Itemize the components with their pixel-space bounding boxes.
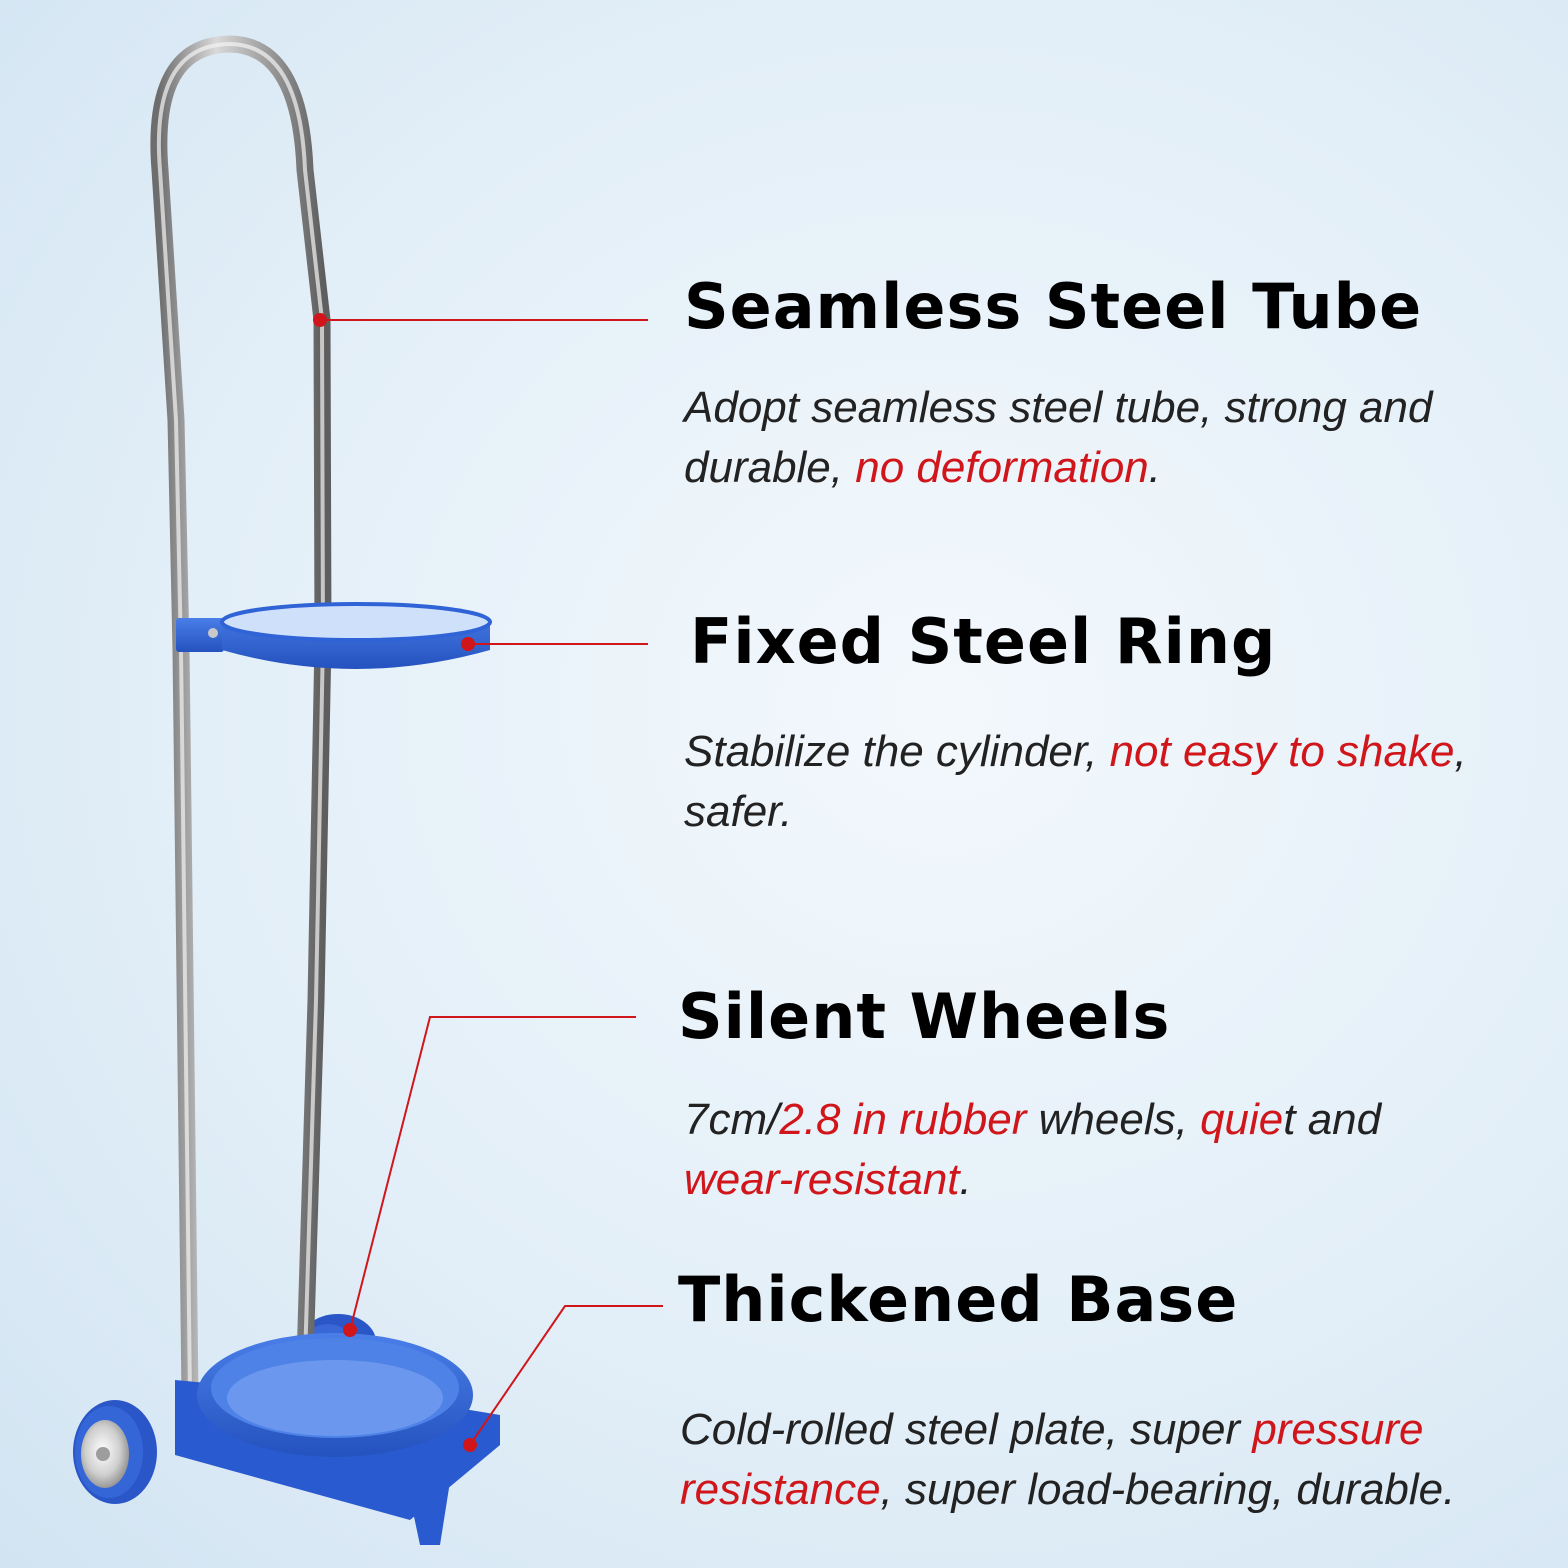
highlight-text: not easy to shake (1109, 727, 1455, 776)
description-line: Adopt seamless steel tube, strong and (684, 378, 1432, 438)
description-text: safer. (684, 787, 793, 836)
highlight-text: pressure (1252, 1405, 1424, 1454)
description-line: resistance, super load-bearing, durable. (680, 1460, 1455, 1520)
callout-lines (320, 319, 663, 1446)
feature-title: Seamless Steel Tube (684, 270, 1423, 343)
highlight-text: resistance (680, 1465, 881, 1514)
description-line: safer. (684, 782, 1467, 842)
description-line: Stabilize the cylinder, not easy to shak… (684, 722, 1467, 782)
description-text: . (1148, 443, 1161, 492)
description-line: Cold-rolled steel plate, super pressure (680, 1400, 1455, 1460)
description-text: 7cm/ (684, 1095, 780, 1144)
feature-title: Silent Wheels (678, 980, 1171, 1053)
description-text: Cold-rolled steel plate, super (680, 1405, 1253, 1454)
front-wheel (73, 1400, 157, 1504)
callout-dots (313, 313, 477, 1452)
description-text: Adopt seamless steel tube, strong and (684, 383, 1433, 432)
description-text: , (1454, 727, 1467, 776)
description-text: Stabilize the cylinder, (684, 727, 1110, 776)
description-line: wear-resistant. (684, 1150, 1381, 1210)
description-text: . (959, 1155, 972, 1204)
description-line: durable, no deformation. (684, 438, 1432, 498)
fixed-steel-ring (176, 602, 492, 669)
highlight-text: no deformation (855, 443, 1149, 492)
feature-title: Fixed Steel Ring (690, 605, 1277, 678)
description-text: wheels, (1026, 1095, 1201, 1144)
description-text: , super load-bearing, durable. (880, 1465, 1456, 1514)
description-text: t and (1283, 1095, 1382, 1144)
highlight-text: quie (1200, 1095, 1284, 1144)
feature-description: Adopt seamless steel tube, strong and dur… (684, 378, 1432, 498)
highlight-text: 2.8 in rubber (779, 1095, 1027, 1144)
description-line: 7cm/2.8 in rubber wheels, quiet and (684, 1090, 1381, 1150)
thickened-base (175, 1333, 500, 1545)
highlight-text: wear-resistant (684, 1155, 960, 1204)
feature-description: Stabilize the cylinder, not easy to shak… (684, 722, 1467, 842)
description-text: durable, (684, 443, 856, 492)
feature-title: Thickened Base (678, 1263, 1239, 1336)
